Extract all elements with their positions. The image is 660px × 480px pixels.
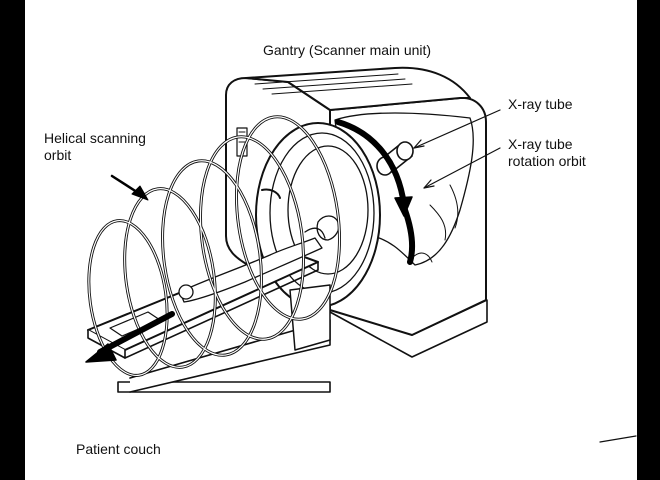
patient-couch-label: Patient couch <box>76 441 161 457</box>
pointer-lines <box>413 109 637 443</box>
xray-tube-label: X-ray tube <box>508 96 573 112</box>
rotation-orbit-label-line2: rotation orbit <box>508 153 586 169</box>
helical-orbit-label-line1: Helical scanning <box>44 130 146 146</box>
rotation-orbit-label-line1: X-ray tube <box>508 136 573 152</box>
rotation-orbit-arrow <box>335 119 416 265</box>
gantry-label: Gantry (Scanner main unit) <box>263 42 432 58</box>
couch-direction-arrow <box>85 311 175 363</box>
xray-tube <box>376 141 414 176</box>
helical-pointer-arrow <box>110 174 149 201</box>
helical-orbit-label-line2: orbit <box>44 147 72 163</box>
gantry-body <box>225 66 488 358</box>
